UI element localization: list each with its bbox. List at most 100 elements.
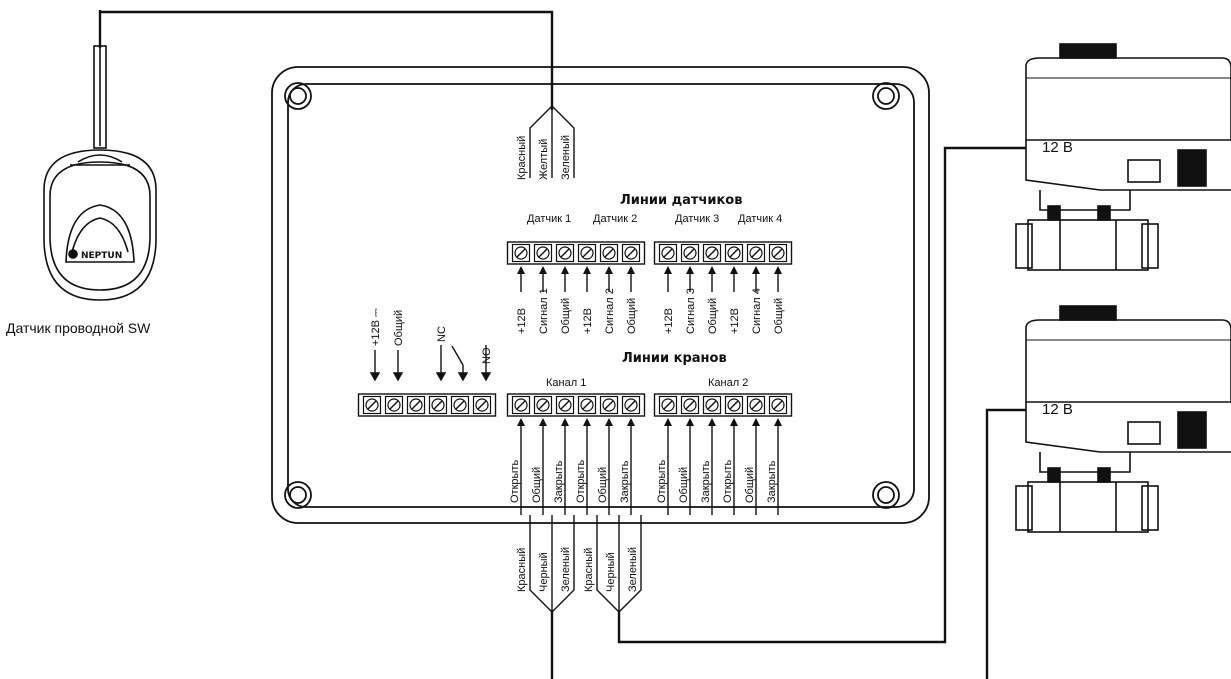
terminal-screw xyxy=(658,243,678,263)
valve-terminal-label: Закрыть xyxy=(766,460,778,503)
valve-terminal-label: Общий xyxy=(597,467,609,503)
sensor-terminal-label: +12В xyxy=(663,308,675,334)
screw-head-icon xyxy=(727,246,741,260)
screw-head-icon xyxy=(749,398,763,412)
valve-drive-1 xyxy=(1015,43,1231,271)
terminal-screw xyxy=(450,395,470,415)
valve-terminal-label: Открыть xyxy=(509,460,521,503)
screw-slot xyxy=(367,400,377,410)
terminal-screw xyxy=(533,395,553,415)
valve-terminal-label: Закрыть xyxy=(700,460,712,503)
terminal-screw xyxy=(599,395,619,415)
sensor-cable-fan xyxy=(529,105,575,178)
screw-slot xyxy=(604,248,614,258)
sensor-terminal-label: Общий xyxy=(707,298,719,334)
terminal-screw xyxy=(577,243,597,263)
screw-head-icon xyxy=(602,246,616,260)
terminal-screw xyxy=(362,395,382,415)
valve-arrow-head xyxy=(517,418,525,426)
screw-head-icon xyxy=(514,398,528,412)
terminal-screw xyxy=(511,243,531,263)
sensor-arrow-head xyxy=(686,266,694,274)
valve-terminal-labels: Открыть Общий Закрыть Открыть Общий Закр… xyxy=(509,460,778,503)
screw-head-icon xyxy=(771,246,785,260)
sensor-terminal-label: Сигнал 3 xyxy=(685,288,697,334)
valve-1-voltage: 12 В xyxy=(1042,139,1073,156)
sensor-arrow-head xyxy=(605,266,613,274)
valve-2-voltage: 12 В xyxy=(1042,401,1073,418)
terminal-screw xyxy=(511,395,531,415)
valve-lines-title: Линии кранов xyxy=(622,351,727,366)
valve-wire-label: Черный xyxy=(538,552,550,592)
valve-group-2: Канал 2 xyxy=(708,377,748,389)
screw-slot xyxy=(455,400,465,410)
screw-head-icon xyxy=(365,398,379,412)
terminal-screw xyxy=(406,395,426,415)
screw-head-icon xyxy=(771,398,785,412)
valve-wire-labels: Красный Черный Зеленый Красный Черный Зе… xyxy=(516,547,639,592)
power-relay-wiring xyxy=(369,345,492,382)
terminal-screw xyxy=(577,395,597,415)
terminal-screw xyxy=(621,395,641,415)
relay-nc-label: NC xyxy=(436,326,448,342)
terminal-screw xyxy=(555,243,575,263)
valve-terminal-label: Общий xyxy=(744,467,756,503)
terminal-screw xyxy=(724,243,744,263)
screw-slot xyxy=(663,400,673,410)
sensor-terminal-block-1 xyxy=(506,241,646,265)
sensor-terminal-label: +12В xyxy=(516,308,528,334)
sensor-terminal-label: Сигнал 2 xyxy=(604,288,616,334)
valve-group-1: Канал 1 xyxy=(546,377,586,389)
sensor-terminal-block-2 xyxy=(653,241,793,265)
screw-slot xyxy=(685,248,695,258)
screw-slot xyxy=(773,248,783,258)
screw-slot xyxy=(411,400,421,410)
screw-head-icon xyxy=(514,246,528,260)
sensor-group-2: Датчик 2 xyxy=(593,213,637,225)
screw-slot xyxy=(685,400,695,410)
valve-wire-label: Зеленый xyxy=(560,547,572,592)
screw-head-icon xyxy=(624,398,638,412)
screw-slot xyxy=(538,400,548,410)
power-relay-labels: +12В ⎓ Общий NC NO xyxy=(370,308,493,364)
terminal-screw xyxy=(768,395,788,415)
relay-no-label: NO xyxy=(481,347,493,364)
screw-head-icon xyxy=(683,398,697,412)
terminal-screw xyxy=(724,395,744,415)
screw-slot xyxy=(538,248,548,258)
screw-slot xyxy=(729,248,739,258)
screw-head-icon xyxy=(727,398,741,412)
terminal-screw xyxy=(702,395,722,415)
valve-terminal-label: Закрыть xyxy=(553,460,565,503)
valve-arrow-head xyxy=(627,418,635,426)
valve-terminal-label: Общий xyxy=(531,467,543,503)
valve-terminal-block-1 xyxy=(506,393,646,417)
screw-head-icon xyxy=(749,246,763,260)
power-relay-terminal-block xyxy=(357,393,497,417)
valve-arrow-head xyxy=(686,418,694,426)
valve-terminal-label: Открыть xyxy=(575,460,587,503)
sensor-terminal-label: +12В xyxy=(582,308,594,334)
valve-arrow-head xyxy=(752,418,760,426)
valve-terminal-label: Открыть xyxy=(656,460,668,503)
valve-terminal-label: Общий xyxy=(678,467,690,503)
valve-wire-label: Красный xyxy=(516,548,528,592)
sensor-caption: Датчик проводной SW xyxy=(6,320,151,336)
valve-arrow-head xyxy=(561,418,569,426)
valve-arrow-head xyxy=(730,418,738,426)
valve-arrow-head xyxy=(708,418,716,426)
wired-sensor xyxy=(43,10,157,301)
sensor-terminal-arrows xyxy=(517,266,782,292)
terminal-screw xyxy=(702,243,722,263)
sensor-cable xyxy=(100,10,554,110)
sensor-terminal-label: Общий xyxy=(560,298,572,334)
valve-arrow-head xyxy=(583,418,591,426)
valve-wire-label: Черный xyxy=(605,552,617,592)
screw-slot xyxy=(707,248,717,258)
valve-cables xyxy=(550,146,1026,679)
screw-slot xyxy=(626,248,636,258)
screw-head-icon xyxy=(580,398,594,412)
screw-head-icon xyxy=(683,246,697,260)
screw-head-icon xyxy=(705,398,719,412)
